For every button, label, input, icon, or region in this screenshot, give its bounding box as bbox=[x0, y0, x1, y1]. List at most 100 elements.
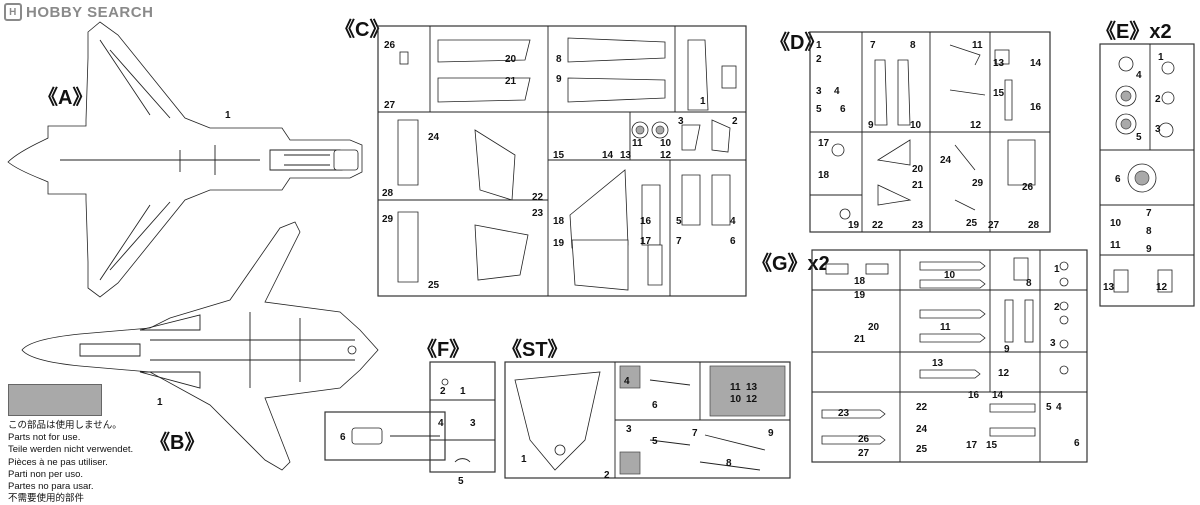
part-number: 12 bbox=[998, 368, 1010, 379]
part-number: 23 bbox=[838, 408, 850, 419]
part-number: 4 bbox=[624, 376, 630, 387]
part-number: 22 bbox=[532, 192, 544, 203]
part-number: 14 bbox=[602, 150, 614, 161]
part-number: 6 bbox=[1115, 174, 1121, 185]
part-number: 17 bbox=[966, 440, 978, 451]
legend-line: Parti non per uso. bbox=[8, 468, 83, 480]
part-number: 28 bbox=[1028, 220, 1040, 231]
part-number: 9 bbox=[768, 428, 774, 439]
part-number: 29 bbox=[972, 178, 984, 189]
legend-line: Pièces à ne pas utiliser. bbox=[8, 456, 108, 468]
part-number: 5 bbox=[816, 104, 822, 115]
part-number: 20 bbox=[505, 54, 517, 65]
part-number: 5 bbox=[1136, 132, 1142, 143]
sprue-g bbox=[811, 249, 1088, 463]
part-number: 18 bbox=[854, 276, 866, 287]
part-number: 6 bbox=[840, 104, 846, 115]
section-label-st: 《ST》 bbox=[502, 339, 568, 361]
part-number: 11 bbox=[632, 138, 643, 149]
part-number: 1 bbox=[1054, 264, 1060, 275]
part-number: 3 bbox=[816, 86, 822, 97]
part-number: 25 bbox=[916, 444, 928, 455]
part-number: 18 bbox=[553, 216, 565, 227]
legend-line: Teile werden nicht verwendet. bbox=[8, 444, 134, 456]
sprue-d bbox=[809, 31, 1051, 233]
part-number: 4 bbox=[834, 86, 840, 97]
section-label-e: 《E》x2 bbox=[1096, 21, 1172, 43]
part-number: 8 bbox=[1146, 226, 1152, 237]
part-number: 9 bbox=[556, 74, 562, 85]
part-number: 13 bbox=[1103, 282, 1115, 293]
part-number: 5 bbox=[652, 436, 658, 447]
sprue-c-numbers: 26 20 8 27 21 9 1 24 11 10 3 2 15 14 13 … bbox=[382, 40, 738, 291]
part-number: 10 bbox=[944, 270, 956, 281]
part-number: 6 bbox=[730, 236, 736, 247]
part-number: 23 bbox=[532, 208, 544, 219]
part-number: 2 bbox=[604, 470, 610, 481]
part-number: 24 bbox=[940, 155, 952, 166]
part-number: 13 bbox=[993, 58, 1005, 69]
part-number: 7 bbox=[676, 236, 682, 247]
part-number: 4 bbox=[438, 418, 444, 429]
sprue-st bbox=[504, 361, 791, 479]
part-number: 1 bbox=[521, 454, 527, 465]
part-number: 23 bbox=[912, 220, 924, 231]
part-number: 2 bbox=[440, 386, 446, 397]
part-number: 24 bbox=[428, 132, 440, 143]
part-number: 9 bbox=[1146, 244, 1152, 255]
part-number: 8 bbox=[726, 458, 732, 469]
part-number: 27 bbox=[988, 220, 1000, 231]
part-number: 16 bbox=[968, 390, 980, 401]
part-number: 6 bbox=[1074, 438, 1080, 449]
sprue-g-numbers: 18 10 1 19 8 2 20 21 11 9 3 13 12 16 14 … bbox=[838, 264, 1080, 459]
part-number: 2 bbox=[1155, 94, 1161, 105]
part-number: 3 bbox=[626, 424, 632, 435]
part-number: 4 bbox=[1056, 402, 1062, 413]
part-number: 3 bbox=[678, 116, 684, 127]
part-number: 8 bbox=[1026, 278, 1032, 289]
part-number: 11 bbox=[1110, 240, 1121, 251]
part-number: 1 bbox=[157, 397, 163, 408]
upper-fuselage-part-a bbox=[7, 21, 363, 298]
lower-fuselage-part-b bbox=[21, 221, 379, 471]
legend-line: Parts not for use. bbox=[8, 432, 81, 444]
part-number: 16 bbox=[640, 216, 652, 227]
part-number: 25 bbox=[428, 280, 440, 291]
section-label-a: 《A》 bbox=[38, 87, 93, 109]
watermark-text: HOBBY SEARCH bbox=[26, 3, 154, 21]
part-number: 12 bbox=[1156, 282, 1168, 293]
part-number: 11 bbox=[730, 382, 741, 393]
part-number: 21 bbox=[854, 334, 866, 345]
section-label-d: 《D》 bbox=[770, 32, 825, 54]
section-label-f: 《F》 bbox=[417, 339, 470, 361]
part-number: 13 bbox=[932, 358, 944, 369]
part-number: 16 bbox=[1030, 102, 1042, 113]
part-number: 15 bbox=[986, 440, 998, 451]
part-number: 27 bbox=[858, 448, 870, 459]
section-label-b: 《B》 bbox=[150, 432, 205, 454]
part-number: 3 bbox=[470, 418, 476, 429]
part-number: 19 bbox=[848, 220, 860, 231]
part-number: 15 bbox=[553, 150, 565, 161]
part-number: 19 bbox=[854, 290, 866, 301]
part-number: 21 bbox=[912, 180, 924, 191]
part-number: 3 bbox=[1050, 338, 1056, 349]
part-number: 5 bbox=[676, 216, 682, 227]
part-number: 29 bbox=[382, 214, 394, 225]
part-number: 13 bbox=[746, 382, 758, 393]
part-number: 10 bbox=[660, 138, 672, 149]
sprue-e-numbers: 1 2 3 4 5 6 7 8 9 10 11 12 13 bbox=[1103, 52, 1168, 293]
part-number: 11 bbox=[940, 322, 951, 333]
part-number: 24 bbox=[916, 424, 928, 435]
part-number: 5 bbox=[1046, 402, 1052, 413]
part-number: 2 bbox=[1054, 302, 1060, 313]
part-number: 4 bbox=[730, 216, 736, 227]
part-number: 9 bbox=[868, 120, 874, 131]
part-number: 6 bbox=[652, 400, 658, 411]
part-number: 13 bbox=[620, 150, 632, 161]
part-number: 3 bbox=[1155, 124, 1161, 135]
part-number: 1 bbox=[700, 96, 706, 107]
part-number: 1 bbox=[1158, 52, 1164, 63]
part-number: 19 bbox=[553, 238, 565, 249]
